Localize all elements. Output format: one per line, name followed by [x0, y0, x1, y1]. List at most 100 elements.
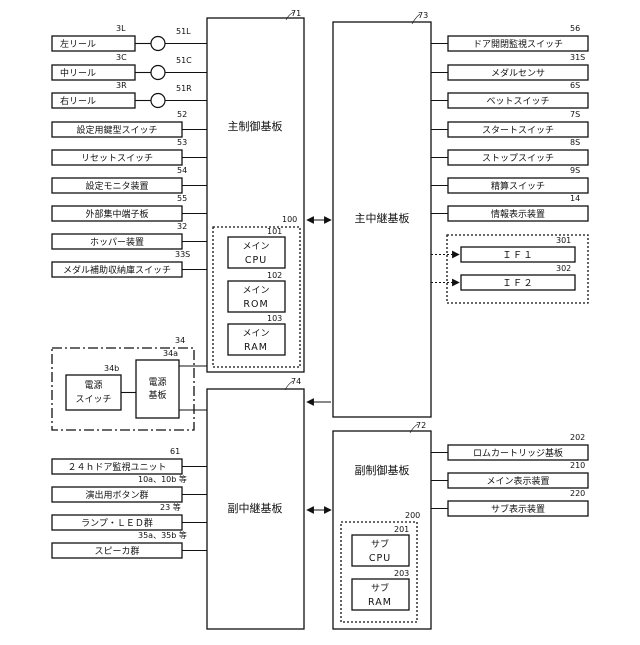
svg-text:メイン表示装置: メイン表示装置 — [486, 475, 549, 487]
svg-text:3C: 3C — [116, 53, 127, 62]
svg-text:55: 55 — [177, 194, 187, 203]
svg-text:32: 32 — [177, 222, 187, 231]
svg-text:301: 301 — [556, 236, 571, 245]
svg-text:メダル補助収納庫スイッチ: メダル補助収納庫スイッチ — [63, 264, 171, 276]
svg-text:3R: 3R — [116, 81, 127, 90]
device-medal-storage-switch: メダル補助収納庫スイッチ 33S — [52, 250, 207, 277]
main-control-board — [207, 18, 304, 372]
svg-text:演出用ボタン群: 演出用ボタン群 — [85, 489, 148, 501]
svg-text:スイッチ: スイッチ — [75, 394, 111, 405]
power-unit-ref: 34 — [175, 336, 185, 345]
svg-text:220: 220 — [570, 489, 585, 498]
device-sub-display: サブ表示装置 220 — [431, 489, 588, 516]
sub-relay-board-label: 副中継基板 — [228, 501, 283, 515]
svg-text:3L: 3L — [116, 24, 126, 33]
svg-text:210: 210 — [570, 461, 585, 470]
device-setting-monitor: 設定モニタ装置 54 — [52, 166, 207, 193]
svg-text:リセットスイッチ: リセットスイッチ — [81, 153, 153, 164]
svg-text:ＩＦ１: ＩＦ１ — [502, 250, 534, 261]
svg-text:設定モニタ装置: 設定モニタ装置 — [85, 180, 148, 192]
svg-text:メイン: メイン — [242, 242, 269, 252]
svg-text:201: 201 — [394, 525, 409, 534]
device-start-switch: スタートスイッチ 7S — [431, 110, 588, 137]
svg-text:ロムカートリッジ基板: ロムカートリッジ基板 — [473, 447, 563, 459]
svg-text:51C: 51C — [176, 56, 192, 65]
svg-text:２４ｈドア監視ユニット: ２４ｈドア監視ユニット — [67, 461, 166, 473]
svg-text:34a: 34a — [163, 349, 178, 358]
svg-text:61: 61 — [170, 447, 180, 456]
main-processor-group-ref: 100 — [282, 215, 297, 224]
sub-control-board-label: 副制御基板 — [355, 463, 410, 477]
interface-if1: ＩＦ１ 301 — [431, 236, 575, 262]
interface-if2: ＩＦ２ 302 — [431, 264, 575, 290]
svg-text:サブ: サブ — [371, 538, 389, 550]
svg-text:RAM: RAM — [244, 342, 268, 353]
svg-text:7S: 7S — [570, 110, 580, 119]
svg-text:202: 202 — [570, 433, 585, 442]
device-left-reel: 左リール 3L 51L — [52, 24, 207, 51]
device-speaker-group: スピーカ群 35a、35b 等 — [52, 530, 207, 558]
device-medal-sensor: メダルセンサ 31S — [431, 53, 588, 80]
svg-text:メダルセンサ: メダルセンサ — [491, 67, 545, 79]
svg-text:9S: 9S — [570, 166, 580, 175]
svg-text:RAM: RAM — [368, 597, 392, 608]
svg-text:ランプ・ＬＥＤ群: ランプ・ＬＥＤ群 — [81, 517, 153, 529]
svg-text:ドア開閉監視スイッチ: ドア開閉監視スイッチ — [473, 38, 563, 50]
reel-motor-icon — [151, 37, 165, 51]
svg-text:スタートスイッチ: スタートスイッチ — [482, 125, 554, 136]
main-relay-board-label: 主中継基板 — [355, 211, 410, 225]
sub-control-board-ref: 72 — [416, 421, 426, 430]
svg-text:精算スイッチ: 精算スイッチ — [491, 180, 545, 192]
svg-text:中リール: 中リール — [60, 67, 96, 79]
svg-text:8S: 8S — [570, 138, 580, 147]
svg-text:103: 103 — [267, 314, 282, 323]
device-effect-buttons: 演出用ボタン群 10a、10b 等 — [52, 474, 207, 502]
device-center-reel: 中リール 3C 51C — [52, 53, 207, 80]
svg-text:6S: 6S — [570, 81, 580, 90]
svg-text:右リール: 右リール — [60, 95, 96, 107]
svg-text:31S: 31S — [570, 53, 585, 62]
svg-text:電源: 電源 — [84, 380, 102, 391]
svg-text:設定用鍵型スイッチ: 設定用鍵型スイッチ — [76, 124, 157, 136]
power-board: 電源 基板 34a — [136, 349, 179, 418]
svg-text:52: 52 — [177, 110, 187, 119]
device-24h-door-monitor: ２４ｈドア監視ユニット 61 — [52, 447, 207, 474]
svg-text:54: 54 — [177, 166, 187, 175]
svg-text:ストップスイッチ: ストップスイッチ — [482, 153, 554, 164]
svg-text:サブ表示装置: サブ表示装置 — [491, 503, 545, 515]
svg-text:56: 56 — [570, 24, 580, 33]
svg-text:電源: 電源 — [148, 377, 166, 388]
svg-text:CPU: CPU — [245, 255, 267, 266]
main-control-board-ref: 71 — [291, 9, 301, 18]
device-info-display: 情報表示装置 14 — [431, 194, 588, 221]
reel-motor-icon — [151, 66, 165, 80]
svg-text:51L: 51L — [176, 27, 191, 36]
svg-text:CPU: CPU — [369, 553, 391, 564]
svg-text:ROM: ROM — [243, 299, 268, 310]
svg-text:サブ: サブ — [371, 582, 389, 594]
svg-text:左リール: 左リール — [60, 38, 96, 50]
main-control-board-label: 主制御基板 — [228, 119, 283, 133]
svg-text:外部集中端子板: 外部集中端子板 — [85, 208, 148, 220]
sub-processor-group-ref: 200 — [405, 511, 420, 520]
svg-text:102: 102 — [267, 271, 282, 280]
main-relay-board-ref: 73 — [418, 11, 428, 20]
device-hopper: ホッパー装置 32 — [52, 222, 207, 249]
svg-text:34b: 34b — [104, 364, 119, 373]
reel-motor-icon — [151, 94, 165, 108]
svg-text:51R: 51R — [176, 84, 192, 93]
device-reset-switch: リセットスイッチ 53 — [52, 138, 207, 165]
svg-text:ベットスイッチ: ベットスイッチ — [486, 96, 549, 107]
svg-text:302: 302 — [556, 264, 571, 273]
power-switch: 電源 スイッチ 34b — [66, 364, 121, 410]
device-lamp-led-group: ランプ・ＬＥＤ群 23 等 — [52, 502, 207, 530]
svg-text:メイン: メイン — [242, 286, 269, 296]
svg-text:ホッパー装置: ホッパー装置 — [90, 236, 144, 248]
device-door-monitor-switch: ドア開閉監視スイッチ 56 — [431, 24, 588, 51]
svg-text:14: 14 — [570, 194, 580, 203]
device-external-terminal-board: 外部集中端子板 55 — [52, 194, 207, 221]
svg-text:33S: 33S — [175, 250, 190, 259]
svg-text:情報表示装置: 情報表示装置 — [491, 208, 545, 220]
